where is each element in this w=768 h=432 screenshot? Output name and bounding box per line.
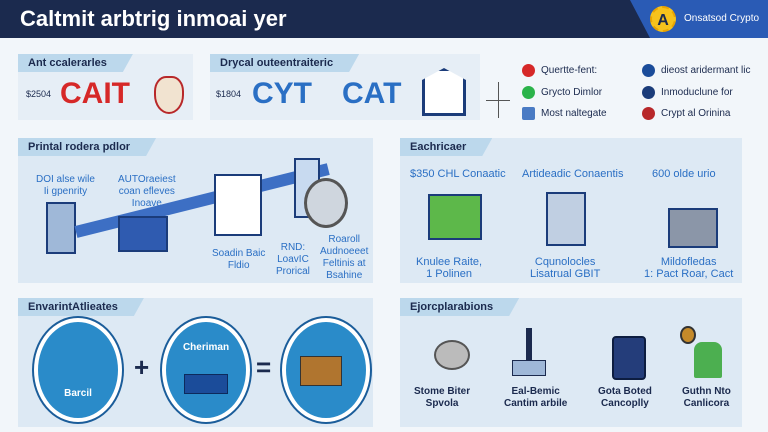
step-label: Soadin Baic Fldio [212, 248, 266, 271]
laptop-icon [214, 174, 262, 236]
circle-label: Cheriman [182, 342, 230, 353]
bullet-icon [642, 86, 655, 99]
down-arrow-icon [526, 328, 532, 362]
example-label: Gota Boted Cancoplly [598, 386, 652, 409]
step-label: RND: LoavIC Prorical [276, 242, 310, 277]
plus-sign: + [134, 352, 150, 382]
cat-logo: CAT [342, 77, 402, 110]
panel-cyt: Drycal outeentraiteric $1804 CYT CAT [210, 54, 480, 120]
circle-barcil: Barcil [34, 318, 122, 422]
cait-logo: CAIT [60, 77, 130, 110]
conveyor-icon [74, 163, 330, 238]
list-label: Quertte-fent: [541, 65, 598, 76]
list-item: Grycto Dimlor [522, 86, 602, 99]
column-heading: $350 CHL Conaatic [410, 168, 506, 180]
step-label: AUTOraeiest coan efleves Inoave [118, 174, 176, 209]
panel-comparison: Eachricaer $350 CHL Conaatic Artideadic … [400, 138, 742, 283]
panel-illustration [428, 194, 482, 240]
machine-illustration [546, 192, 586, 246]
server-icon [46, 202, 76, 254]
column-heading: Artideadic Conaentis [522, 168, 624, 180]
stack-icon [300, 356, 342, 386]
list-label: Inmoduclune for [661, 87, 733, 98]
logo-text: Onsatsod Crypto [684, 13, 760, 24]
step-label: Roaroll Audnoeeet Feltinis at Bsahine [320, 234, 369, 281]
example-label: Eal-Bemic Cantim arbile [504, 386, 568, 409]
step-label: DOI alse wile Ii gpenrity [36, 174, 95, 197]
list-label: Crypt al Orinina [661, 108, 731, 119]
panel-title: Ejorcplarabions [400, 298, 519, 316]
panel-equation: EnvarintAtlieates Barcil + Cheriman = [18, 298, 373, 427]
column-footer: Cqunolocles Lisatrual GBIT [530, 256, 601, 280]
column-footer: Mildofledas 1: Pact Roar, Cact [644, 256, 734, 280]
list-item: dieost aridermant lic [642, 64, 750, 77]
bullet-icon [522, 86, 535, 99]
panel-cait: Ant ccalerarles $2504 CAIT [18, 54, 193, 120]
panel-title: Printal rodera pdlor [18, 138, 156, 156]
building-icon [422, 68, 466, 116]
panel-examples: Ejorcplarabions Stome Biter Spvola Eal-B… [400, 298, 742, 427]
list-item: Inmoduclune for [642, 86, 733, 99]
panel-title: Eachricaer [400, 138, 492, 156]
device-icon [184, 374, 228, 394]
bullet-icon [522, 107, 535, 120]
crest-icon [154, 76, 184, 114]
list-item: Quertte-fent: [522, 64, 597, 77]
list-label: dieost aridermant lic [661, 65, 751, 76]
column-heading: 600 olde urio [652, 168, 716, 180]
circle-cheriman: Cheriman [162, 318, 250, 422]
equals-sign: = [256, 352, 272, 382]
machine-icon [118, 216, 168, 252]
header: Caltmit arbtrig inmoai yer A Onsatsod Cr… [0, 0, 768, 38]
platform-icon [512, 360, 546, 376]
logo-icon: A [650, 6, 676, 32]
drum-icon [304, 178, 348, 228]
panel-title: Drycal outeentraiteric [210, 54, 359, 72]
price: $1804 [216, 89, 242, 99]
panel-process: Printal rodera pdlor DOI alse wile Ii gp… [18, 138, 373, 283]
price: $2504 [26, 89, 52, 99]
example-label: Stome Biter Spvola [414, 386, 471, 409]
coins-icon [434, 340, 470, 370]
bullet-icon [642, 64, 655, 77]
panel-title: Ant ccalerarles [18, 54, 133, 72]
page-title: Caltmit arbtrig inmoai yer [20, 6, 287, 31]
cyt-logo: CYT [252, 77, 312, 110]
divider [498, 82, 499, 118]
circle-result [282, 318, 370, 422]
column-footer: Knulee Raite, 1 Polinen [416, 256, 483, 280]
circle-label: Barcil [64, 388, 92, 399]
person-icon [694, 342, 722, 378]
wallet-icon [612, 336, 646, 380]
list-item: Most naltegate [522, 107, 607, 120]
list-label: Most naltegate [541, 108, 607, 119]
panel-title: EnvarintAtlieates [18, 298, 144, 316]
bullet-icon [522, 64, 535, 77]
cube-illustration [668, 208, 718, 248]
bullet-icon [642, 107, 655, 120]
example-label: Guthn Nto Canlicora [682, 386, 731, 409]
magnifier-icon [680, 326, 696, 344]
list-item: Crypt al Orinina [642, 107, 730, 120]
list-label: Grycto Dimlor [541, 87, 603, 98]
